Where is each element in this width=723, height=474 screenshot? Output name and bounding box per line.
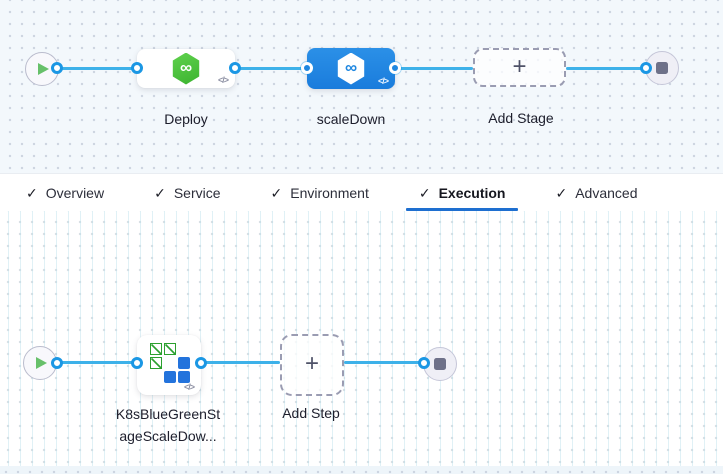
code-icon: </> [183,382,195,392]
connector-dot [51,62,63,74]
step-connector-line [57,361,137,364]
check-icon: ✓ [270,184,283,201]
tab-label: Environment [290,184,369,201]
tab-advanced[interactable]: ✓ Advanced [542,174,650,211]
play-icon [36,357,47,369]
add-step-button[interactable]: + [280,334,344,396]
execution-canvas [0,211,723,466]
step-label-line1: K8sBlueGreenSt [115,406,221,422]
step-label-line2: ageScaleDow... [119,428,217,444]
connector-dot [51,357,63,369]
stop-icon [656,62,668,74]
tab-execution[interactable]: ✓ Execution [405,174,519,211]
plus-icon: + [512,52,527,80]
add-stage-button[interactable]: + [473,48,566,87]
connector-dot [195,357,207,369]
stage-config-tab-bar: ✓ Overview ✓ Service ✓ Environment ✓ Exe… [0,173,723,211]
code-icon: </> [217,75,229,85]
stage-node-scaledown[interactable]: ∞ </> [307,48,395,89]
stage-connector-line [57,67,137,70]
tab-overview[interactable]: ✓ Overview [13,174,117,211]
tab-label: Advanced [575,184,638,201]
connector-dot [301,62,313,74]
stage-connector-line [566,67,646,70]
tab-environment[interactable]: ✓ Environment [258,174,382,211]
check-icon: ✓ [418,184,431,201]
canvas-footer-strip [0,466,723,474]
tab-service[interactable]: ✓ Service [141,174,233,211]
stage-label-scaledown: scaleDown [316,111,386,127]
check-icon: ✓ [154,184,166,201]
connector-dot [640,62,652,74]
connector-dot [131,357,143,369]
connector-dot [389,62,401,74]
harness-infinity-icon: ∞ [344,58,358,77]
stop-icon [434,358,446,370]
add-stage-label: Add Stage [488,110,554,126]
add-step-label: Add Step [282,405,340,421]
connector-dot [418,357,430,369]
tab-label: Execution [438,184,506,201]
step-connector-line [201,361,280,364]
stage-node-deploy[interactable]: ∞ </> [137,49,235,88]
k8s-bluegreen-scaledown-icon [150,343,190,383]
cd-stage-icon: ∞ [172,52,200,85]
tab-label: Overview [45,184,105,201]
step-node-k8s-bluegreen-scaledown[interactable]: </> [137,335,201,395]
tab-label: Service [173,184,221,201]
stage-label-deploy: Deploy [164,111,208,127]
step-connector-line [344,361,424,364]
code-icon: </> [377,76,389,86]
connector-dot [131,62,143,74]
stage-connector-line [235,67,307,70]
connector-dot [229,62,241,74]
play-icon [38,63,49,75]
plus-icon: + [304,350,319,377]
harness-infinity-icon: ∞ [179,58,193,77]
check-icon: ✓ [555,184,568,201]
check-icon: ✓ [26,184,38,201]
stage-connector-line [395,67,473,70]
cd-stage-icon: ∞ [337,52,365,85]
